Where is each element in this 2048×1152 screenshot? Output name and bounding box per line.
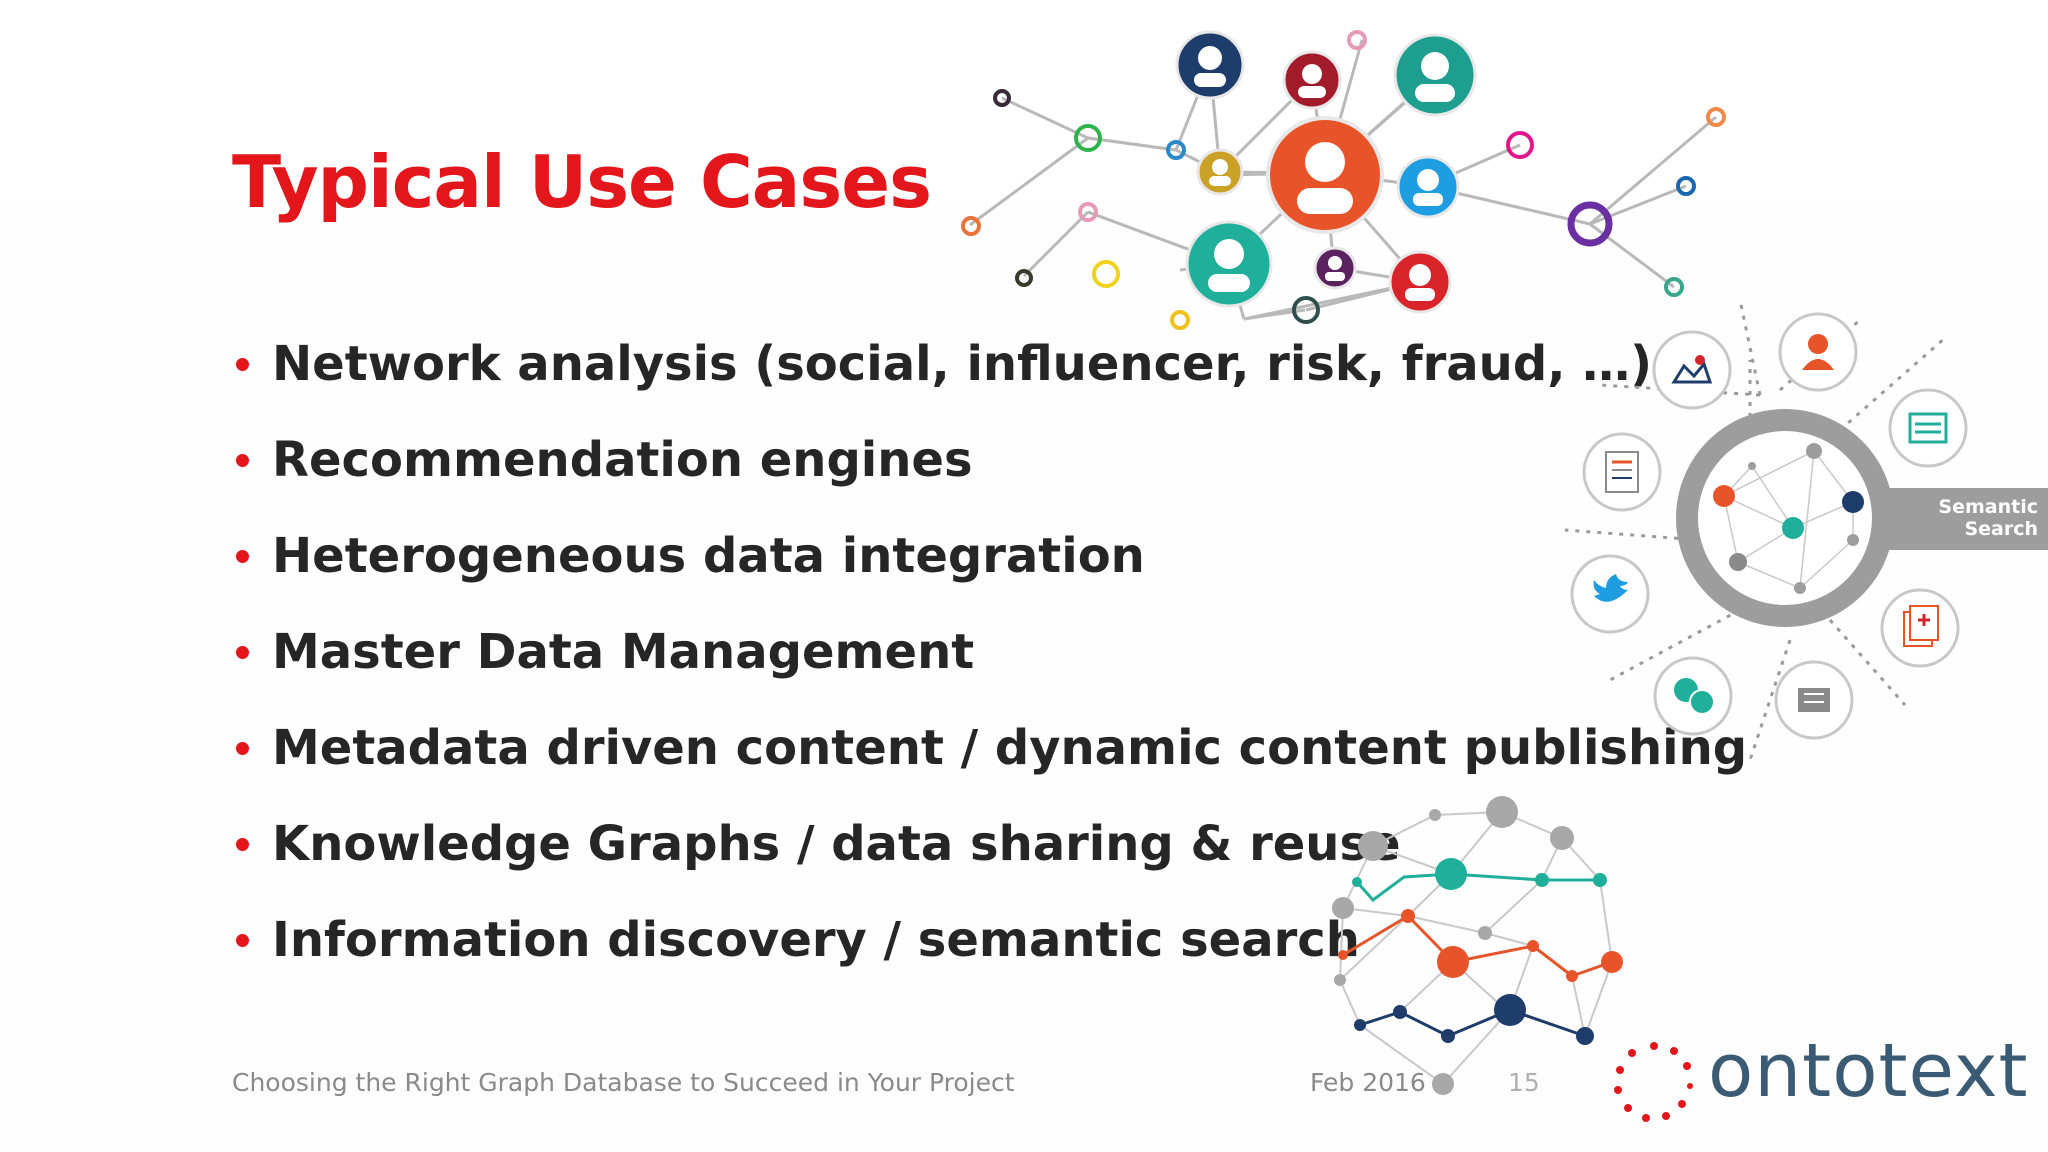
bullet-item: Recommendation engines xyxy=(232,426,1747,522)
person-icon xyxy=(1393,33,1477,117)
bullet-text: Metadata driven content / dynamic conten… xyxy=(272,720,1748,776)
bullet-dot xyxy=(236,838,249,851)
magnifier-icon xyxy=(1676,409,1920,627)
map-icon xyxy=(1671,355,1713,384)
footer-presentation-title: Choosing the Right Graph Database to Suc… xyxy=(232,1068,1015,1097)
person-icon xyxy=(1266,116,1384,234)
bullet-item: Heterogeneous data integration xyxy=(232,522,1747,618)
semantic-search-label-line: Semantic xyxy=(1938,496,2038,518)
person-icon xyxy=(1282,50,1342,110)
bullet-text: Recommendation engines xyxy=(272,432,973,488)
bullet-dot xyxy=(236,550,249,563)
bullet-text: Knowledge Graphs / data sharing & reuse xyxy=(272,816,1401,872)
bullet-list: Network analysis (social, influencer, ri… xyxy=(232,330,1747,1002)
person-icon xyxy=(1396,155,1460,219)
person-icon xyxy=(1185,220,1273,308)
slide-title: Typical Use Cases xyxy=(232,140,932,224)
bullet-item: Knowledge Graphs / data sharing & reuse xyxy=(232,810,1747,906)
user-icon xyxy=(1802,334,1834,370)
person-icon xyxy=(1175,30,1245,100)
news-icon xyxy=(1908,412,1948,444)
person-icon xyxy=(1313,246,1357,290)
document-icon xyxy=(1605,451,1639,493)
building-icon xyxy=(1798,688,1830,712)
bullet-dot xyxy=(236,646,249,659)
bullet-text: Information discovery / semantic search xyxy=(272,912,1360,968)
bullet-dot xyxy=(236,358,249,371)
twitter-icon xyxy=(1593,574,1628,602)
bullet-item: Information discovery / semantic search xyxy=(232,906,1747,1002)
bullet-text: Network analysis (social, influencer, ri… xyxy=(272,336,1653,392)
bullet-item: Master Data Management xyxy=(232,618,1747,714)
bullet-dot xyxy=(236,934,249,947)
bullet-dot xyxy=(236,742,249,755)
bullet-item: Metadata driven content / dynamic conten… xyxy=(232,714,1747,810)
person-icon xyxy=(1388,250,1452,314)
bullet-item: Network analysis (social, influencer, ri… xyxy=(232,330,1747,426)
footer-date: Feb 2016 xyxy=(1310,1068,1426,1097)
medical-records-icon xyxy=(1903,605,1939,647)
bullet-dot xyxy=(236,454,249,467)
ontotext-logo-mark xyxy=(1614,1042,1693,1122)
bullet-text: Master Data Management xyxy=(272,624,975,680)
semantic-search-label: Semantic Search xyxy=(1918,488,2048,550)
bullet-text: Heterogeneous data integration xyxy=(272,528,1145,584)
pills-icon xyxy=(1674,678,1715,715)
person-icon xyxy=(1196,148,1244,196)
page-number: 15 xyxy=(1508,1068,1540,1097)
ontotext-logo: ontotext xyxy=(1708,1028,2029,1114)
semantic-search-label-line: Search xyxy=(1964,518,2038,540)
